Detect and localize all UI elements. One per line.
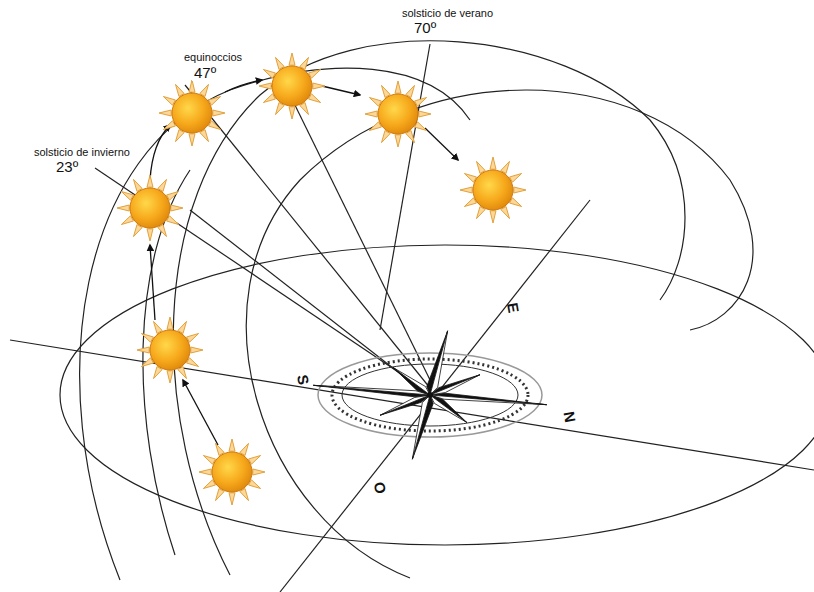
rose-point [427,331,448,395]
sun-ray [117,205,129,211]
equinox-arc [246,90,753,578]
sun-ray [147,175,153,187]
sun-disc [272,66,312,106]
sun-symbol [117,175,183,241]
sun-ray [514,187,526,193]
rose-point [313,385,430,395]
rose-point [380,395,430,415]
rose-point [430,375,480,395]
rose-point [393,368,430,395]
sun-ray [395,135,401,147]
leader-line [290,95,433,386]
rose-point [430,395,467,422]
summer-arc [173,41,685,575]
rose-point [430,395,467,422]
sun-ray [213,110,225,116]
sun-ray [289,53,295,65]
sun-ray [460,187,472,193]
angle-value: 70º [412,20,438,36]
sun-ray [289,107,295,119]
sun-ray [189,80,195,92]
rose-point [412,395,433,459]
sun-symbol [365,81,431,147]
sky-lines [10,41,814,592]
sun-ray [229,493,235,505]
leader-line [190,210,425,393]
sun-ray [159,110,171,116]
cardinal-point: E [504,300,522,317]
sun-ray [199,469,211,475]
compass-ring [318,353,542,437]
sun-symbol [199,439,265,505]
arrow [150,125,170,180]
sun-symbol [137,317,203,383]
arrow [150,245,155,320]
cardinal-point: S [294,372,312,389]
cardinal-point: O [371,479,389,497]
leader-line [95,168,425,390]
rose-point [430,393,547,404]
sun-symbol [159,80,225,146]
rose-center [427,392,433,398]
sun-disc [473,170,513,210]
sun-ray [313,83,325,89]
arrow [322,86,360,95]
compass-rose [313,331,546,459]
path-arrows [150,80,458,445]
sun-ray [147,229,153,241]
sun-disc [212,452,252,492]
rose-point [380,395,430,415]
sun-ray [171,205,183,211]
sun-ray [137,347,149,353]
sun-ray [167,371,173,383]
compass-ring [332,359,528,431]
sun-ray [419,111,431,117]
sun-symbol [460,157,526,223]
sun-disc [378,94,418,134]
rose-point [430,375,480,395]
angle-value: 47º [192,65,218,81]
sun-ray [189,134,195,146]
sun-disc [130,188,170,228]
sun-ray [490,157,496,169]
sun-symbol [259,53,325,119]
rose-point [393,368,430,395]
sun-ray [191,347,203,353]
label-text: solsticio de verano [400,8,495,20]
axis-line [10,340,814,470]
sun-ray [253,469,265,475]
compass-ring [342,364,518,426]
sun-ray [490,211,496,223]
sun-symbols [117,53,526,505]
cardinal-point: N [560,408,578,425]
sun-ray [365,111,377,117]
arrow [425,128,458,160]
rose-points [313,331,546,459]
sun-disc [172,93,212,133]
angle-value: 23º [54,159,80,175]
arrow [183,380,218,445]
horizon-ellipse [60,245,814,545]
sun-disc [150,330,190,370]
sun-ray [395,81,401,93]
sun-ray [167,317,173,329]
arrow [225,80,262,92]
sun-ray [259,83,271,89]
winter-arc [80,68,470,580]
axis-line [280,200,590,592]
leader-line [380,44,430,330]
label-text: equinoccios [182,52,244,64]
rose-point [313,385,430,396]
label-text: solsticio de invierno [32,147,132,159]
rose-point [430,395,547,405]
sun-ray [229,439,235,451]
